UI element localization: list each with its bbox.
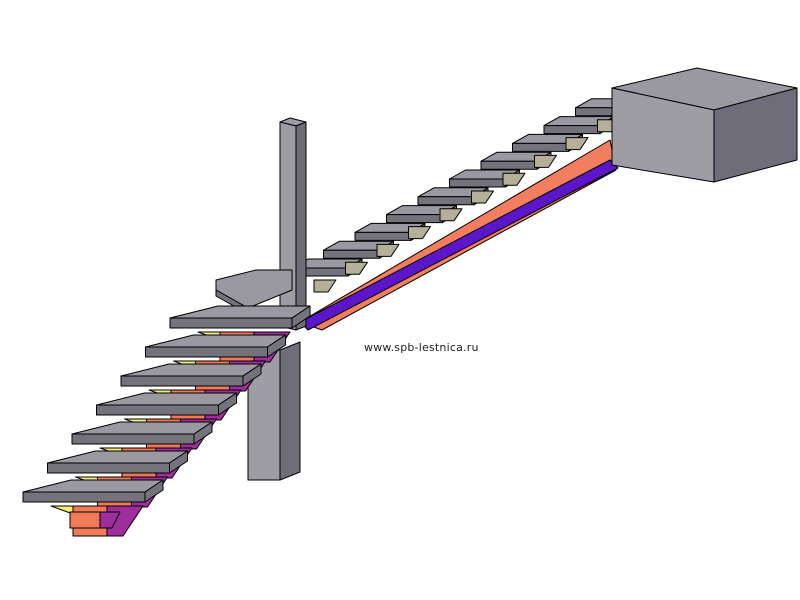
- upper-tread-front: [386, 214, 443, 224]
- lower-tread-side: [291, 305, 311, 329]
- upper-tread-front: [417, 196, 475, 206]
- lower-tread-side: [218, 392, 237, 416]
- lower-tread-side: [144, 479, 164, 503]
- lower-tread-top: [22, 479, 164, 493]
- lower-tread-top: [145, 334, 286, 348]
- lower-stringer-foot-web: [99, 511, 121, 529]
- lower-tread-front: [145, 346, 268, 358]
- lower-tread-side: [193, 421, 213, 445]
- lower-tread-front: [169, 317, 293, 329]
- upper-riser-block: [376, 243, 400, 257]
- lower-tread-front: [71, 433, 195, 445]
- upper-stringer-bottom-edge: [299, 159, 619, 331]
- upper-tread-front: [480, 160, 538, 170]
- lower-tread-front: [22, 491, 146, 503]
- lower-tread-side: [267, 334, 286, 358]
- lower-tread-side: [242, 363, 262, 387]
- lower-stringer-foot: [69, 511, 101, 529]
- upper-tread-front: [323, 249, 380, 259]
- post-upper-front: [279, 121, 297, 331]
- upper-tread-front: [543, 125, 601, 135]
- post-upper-side: [295, 121, 307, 331]
- upper-riser-block: [565, 137, 589, 151]
- lower-tread-top: [120, 363, 262, 377]
- lower-tread-top: [71, 421, 213, 435]
- upper-tread-front: [512, 142, 569, 152]
- upper-tread-front: [354, 231, 412, 241]
- upper-riser-block: [345, 261, 368, 275]
- post-lower-side: [279, 341, 301, 481]
- upper-tread-front: [449, 178, 506, 188]
- lower-tread-side: [169, 450, 188, 474]
- lower-tread-front: [96, 404, 219, 416]
- upper-riser-block: [408, 226, 431, 240]
- lower-tread-front: [120, 375, 244, 387]
- upper-riser-block: [471, 190, 494, 204]
- lower-tread-top: [47, 450, 188, 464]
- lower-tread-top: [96, 392, 237, 406]
- upper-landing-side: [713, 87, 798, 183]
- watermark-url: www.spb-lestnica.ru: [364, 341, 479, 354]
- upper-riser-block: [313, 279, 337, 293]
- lower-stringer-gusset: [50, 505, 74, 515]
- lower-tread-top: [169, 305, 311, 319]
- lower-tread-front: [47, 462, 170, 474]
- upper-riser-block: [439, 208, 463, 222]
- upper-riser-block: [534, 154, 557, 168]
- upper-riser-block: [502, 172, 526, 186]
